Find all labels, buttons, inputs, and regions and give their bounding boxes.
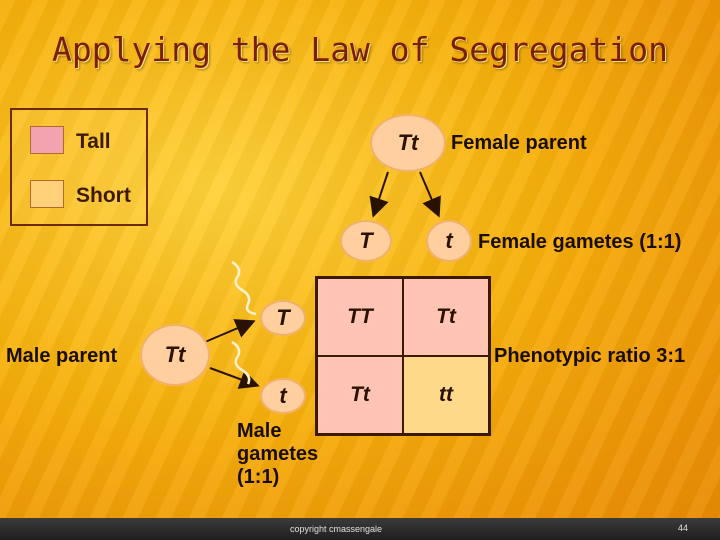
footer-copyright: copyright cmassengale — [290, 524, 383, 534]
male-gamete-t: t — [260, 378, 306, 414]
male-gametes-label-line-2: gametes — [237, 443, 319, 465]
male-gametes-label-line-3: (1:1) — [237, 466, 280, 488]
female-parent-label: Female parent — [451, 132, 587, 154]
punnett-square: TT Tt Tt tt — [315, 276, 491, 436]
female-gamete-T: T — [340, 220, 392, 262]
male-gamete-T: T — [260, 300, 306, 336]
legend-swatch-short — [30, 180, 64, 208]
phenotypic-ratio-label: Phenotypic ratio 3:1 — [494, 345, 686, 367]
punnett-cell-Tt-bottom: Tt — [317, 356, 403, 434]
arrow-female-to-t — [419, 171, 441, 218]
legend: Tall Short — [10, 108, 148, 226]
punnett-cell-tt: tt — [403, 356, 489, 434]
male-parent-label: Male parent — [6, 345, 118, 367]
male-gametes-label-line-1: Male — [237, 420, 282, 442]
female-gamete-t: t — [426, 220, 472, 262]
footer-page-number: 44 — [678, 523, 689, 533]
sperm-tail-2 — [231, 340, 251, 385]
legend-label-tall: Tall — [76, 130, 111, 153]
punnett-cell-TT: TT — [317, 278, 403, 356]
female-gametes-label: Female gametes (1:1) — [478, 231, 682, 253]
punnett-cell-Tt-top: Tt — [403, 278, 489, 356]
arrow-female-to-T — [369, 171, 389, 218]
slide-title: Applying the Law of Segregation — [52, 30, 668, 69]
legend-label-short: Short — [76, 184, 131, 207]
sperm-tail-1 — [231, 260, 257, 316]
female-parent-oval: Tt — [370, 114, 446, 172]
legend-swatch-tall — [30, 126, 64, 154]
male-parent-oval: Tt — [140, 324, 210, 386]
arrow-male-to-T — [204, 319, 256, 343]
slide-footer: copyright cmassengale 44 — [0, 518, 720, 540]
